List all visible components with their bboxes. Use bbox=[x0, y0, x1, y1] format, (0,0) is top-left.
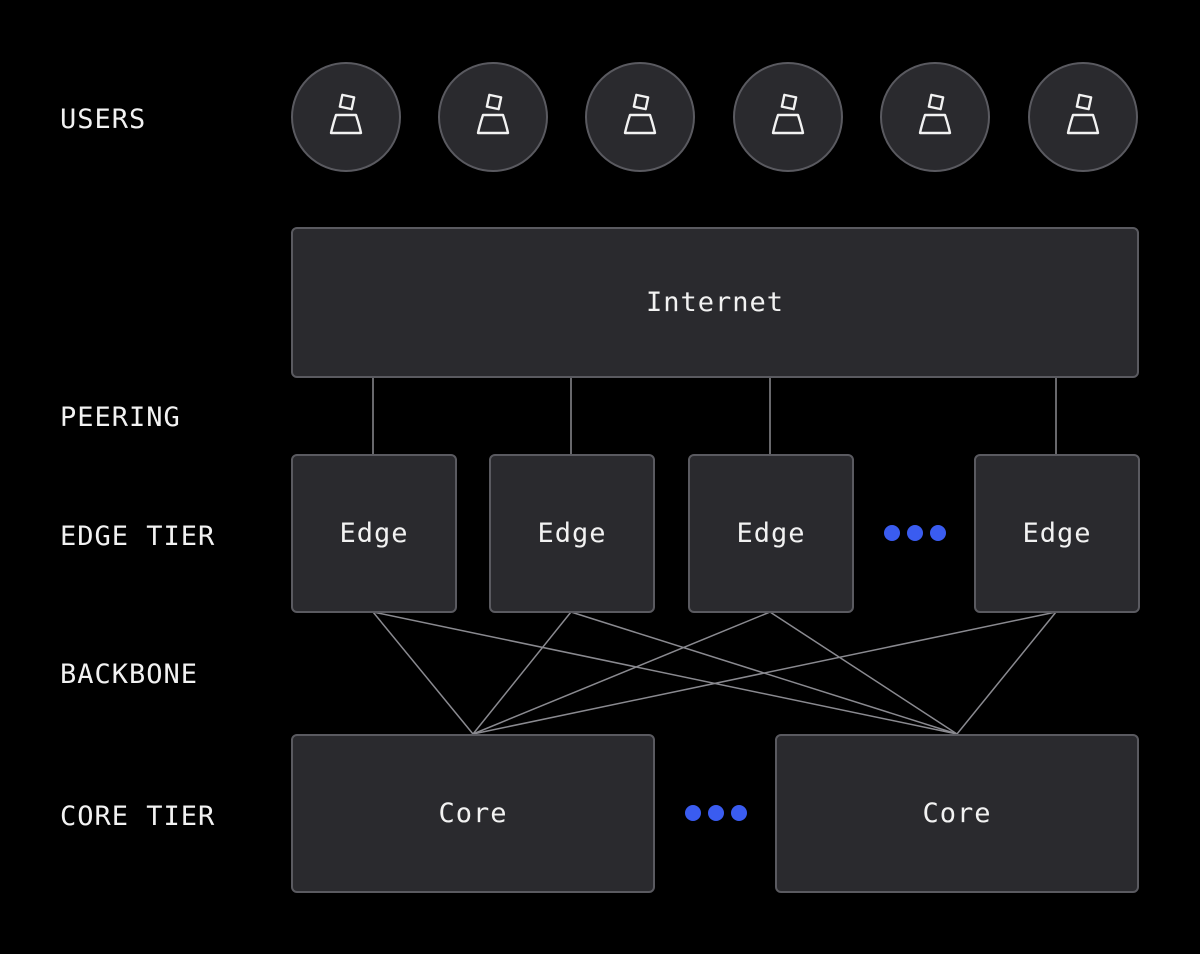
user-icon bbox=[623, 93, 657, 135]
user-node bbox=[438, 62, 548, 172]
user-node bbox=[733, 62, 843, 172]
backbone-link bbox=[472, 611, 572, 735]
edge-ellipsis bbox=[884, 525, 946, 541]
user-icon bbox=[329, 93, 363, 135]
ellipsis-dot bbox=[930, 525, 946, 541]
backbone-link bbox=[472, 611, 1057, 735]
user-icon bbox=[771, 93, 805, 135]
tier-label-edge: EDGE TIER bbox=[60, 521, 216, 552]
edge-label: Edge bbox=[339, 518, 409, 549]
backbone-link bbox=[769, 611, 958, 735]
tier-label-users: USERS bbox=[60, 104, 147, 135]
internet-node: Internet bbox=[291, 227, 1139, 378]
backbone-link bbox=[372, 611, 958, 735]
ellipsis-dot bbox=[731, 805, 747, 821]
tier-label-core: CORE TIER bbox=[60, 801, 216, 832]
user-icon bbox=[476, 93, 510, 135]
ellipsis-dot bbox=[708, 805, 724, 821]
edge-label: Edge bbox=[1022, 518, 1092, 549]
edge-node: Edge bbox=[974, 454, 1140, 613]
ellipsis-dot bbox=[685, 805, 701, 821]
internet-label: Internet bbox=[645, 287, 785, 318]
backbone-link bbox=[956, 611, 1057, 735]
user-icon bbox=[918, 93, 952, 135]
backbone-link bbox=[472, 611, 771, 735]
core-node: Core bbox=[775, 734, 1139, 893]
ellipsis-dot bbox=[884, 525, 900, 541]
backbone-link bbox=[570, 611, 958, 735]
core-label: Core bbox=[922, 798, 992, 829]
edge-node: Edge bbox=[291, 454, 457, 613]
tier-label-peering: PEERING bbox=[60, 402, 181, 433]
user-node bbox=[291, 62, 401, 172]
core-label: Core bbox=[438, 798, 508, 829]
user-node bbox=[585, 62, 695, 172]
user-node bbox=[880, 62, 990, 172]
core-node: Core bbox=[291, 734, 655, 893]
edge-label: Edge bbox=[537, 518, 607, 549]
ellipsis-dot bbox=[907, 525, 923, 541]
user-node bbox=[1028, 62, 1138, 172]
edge-label: Edge bbox=[736, 518, 806, 549]
edge-node: Edge bbox=[688, 454, 854, 613]
core-ellipsis bbox=[685, 805, 747, 821]
user-icon bbox=[1066, 93, 1100, 135]
tier-label-backbone: BACKBONE bbox=[60, 659, 199, 690]
backbone-link bbox=[372, 611, 474, 735]
edge-node: Edge bbox=[489, 454, 655, 613]
